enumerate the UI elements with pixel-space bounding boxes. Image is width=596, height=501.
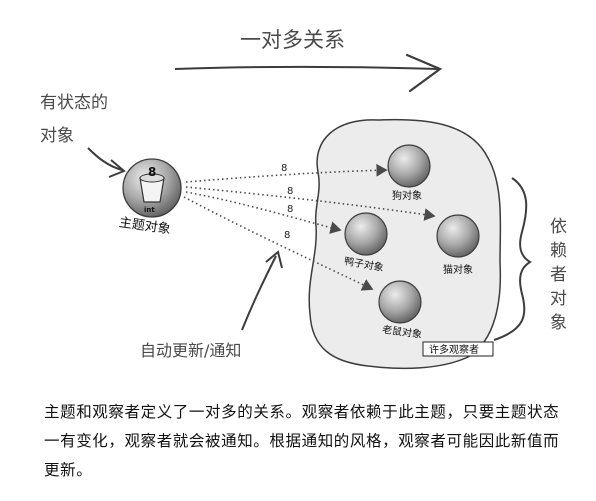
notification-arrows <box>183 163 436 291</box>
one-to-many-arrowhead <box>405 53 443 93</box>
subject-pointer-arrow <box>87 147 123 171</box>
observer-dog-label: 狗对象 <box>392 189 422 202</box>
subject-pointer-arrowhead <box>108 159 126 178</box>
auto-update-arrowhead <box>265 250 283 269</box>
subject-object: 8 int <box>122 158 182 218</box>
one-to-many-label: 一对多关系 <box>240 28 345 52</box>
observers-box <box>422 341 494 357</box>
message-value-2: 8 <box>287 186 293 197</box>
subject-type: int <box>144 206 155 214</box>
observers-box-label: 许多观察者 <box>429 343 479 356</box>
notify-arrow-cat <box>185 186 436 221</box>
caption: 主题和观察者定义了一对多的关系。观察者依赖于此主题，只要主题状态一有变化，观察者… <box>44 403 560 479</box>
stateful-object-note: 有状态的 对象 <box>40 93 113 146</box>
observer-cat-label: 猫对象 <box>443 263 473 276</box>
auto-update-note: 自动更新/通知 <box>140 341 241 360</box>
dependents-brace <box>493 177 532 341</box>
subject-value: 8 <box>148 165 156 179</box>
auto-update-arrow <box>241 255 277 331</box>
observer-duck: 鸭子对象 <box>343 212 388 274</box>
message-value-4: 8 <box>284 230 290 241</box>
dependents-note: 依 赖 者 对 象 <box>550 217 572 333</box>
subject-label: 主题对象 <box>118 215 172 237</box>
observer-mouse: 老鼠对象 <box>378 280 423 341</box>
message-value-1: 8 <box>281 163 287 174</box>
message-value-3: 8 <box>287 204 293 215</box>
one-to-many-arrow <box>174 65 439 70</box>
observer-dog: 狗对象 <box>387 144 431 202</box>
observer-cat: 猫对象 <box>436 214 480 276</box>
notify-arrow-dog <box>185 163 388 183</box>
notify-arrow-mouse <box>183 196 374 291</box>
